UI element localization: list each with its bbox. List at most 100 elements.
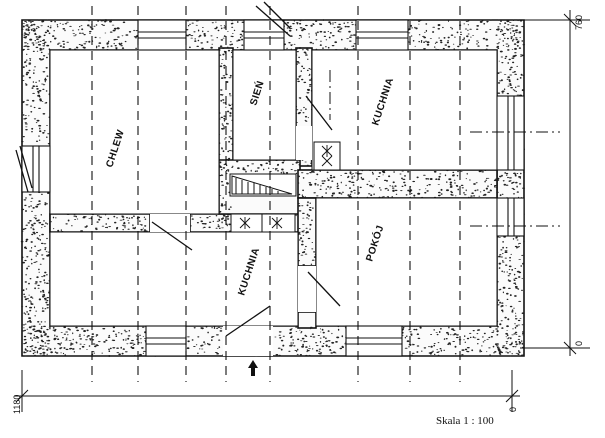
stipple-dot: [462, 39, 465, 41]
stipple-dot: [509, 351, 511, 353]
stipple-dot: [332, 23, 334, 25]
stipple-dot: [496, 330, 499, 333]
stipple-dot: [26, 26, 29, 27]
stipple-dot: [88, 218, 90, 219]
stipple-dot: [505, 247, 508, 249]
stipple-dot: [73, 35, 76, 37]
stipple-dot: [314, 182, 317, 185]
stipple-dot: [509, 74, 513, 76]
stipple-dot: [501, 304, 504, 307]
stipple-dot: [112, 326, 116, 329]
stipple-dot: [299, 237, 303, 240]
stipple-dot: [457, 170, 459, 173]
stipple-dot: [329, 186, 332, 188]
stipple-dot: [222, 37, 225, 39]
stipple-dot: [521, 254, 524, 256]
stipple-dot: [37, 90, 40, 93]
stipple-dot: [298, 37, 301, 39]
stipple-dot: [488, 347, 491, 349]
stipple-dot: [32, 50, 35, 53]
stipple-dot: [432, 26, 436, 28]
stipple-dot: [300, 340, 303, 342]
stipple-dot: [510, 37, 513, 40]
stipple-dot: [288, 350, 291, 352]
stipple-dot: [512, 19, 515, 22]
stipple-dot: [497, 177, 500, 180]
stipple-dot: [296, 78, 300, 80]
stipple-dot: [72, 338, 74, 341]
stipple-dot: [312, 348, 314, 350]
stipple-dot: [25, 126, 28, 128]
stipple-dot: [41, 254, 43, 256]
stipple-dot: [280, 348, 283, 351]
stipple-dot: [43, 331, 46, 334]
stipple-dot: [124, 351, 128, 353]
stipple-dot: [414, 26, 416, 29]
stipple-dot: [508, 80, 511, 83]
stipple-dot: [42, 71, 46, 73]
stipple-dot: [33, 23, 36, 26]
stipple-dot: [433, 344, 436, 347]
stipple-dot: [471, 192, 474, 194]
stipple-dot: [335, 341, 338, 343]
stipple-dot: [98, 215, 100, 217]
stipple-dot: [482, 37, 486, 40]
stipple-dot: [338, 31, 342, 33]
stipple-dot: [228, 136, 231, 138]
stipple-dot: [230, 51, 233, 54]
stipple-dot: [290, 335, 293, 337]
stipple-dot: [407, 171, 410, 173]
stipple-dot: [228, 223, 232, 226]
stipple-dot: [54, 21, 56, 23]
stipple-dot: [493, 352, 495, 354]
stipple-dot: [508, 265, 512, 268]
stipple-dot: [298, 163, 300, 166]
stipple-dot: [425, 178, 429, 180]
stipple-dot: [223, 27, 226, 29]
stipple-dot: [489, 19, 492, 21]
stipple-dot: [231, 33, 234, 34]
stipple-dot: [506, 92, 510, 95]
stipple-dot: [401, 177, 403, 180]
stipple-dot: [33, 69, 35, 71]
stipple-dot: [24, 21, 27, 22]
stipple-dot: [460, 184, 464, 186]
stipple-dot: [503, 183, 507, 186]
stipple-dot: [216, 327, 219, 329]
stipple-dot: [108, 226, 112, 228]
stipple-dot: [222, 214, 226, 217]
stipple-dot: [382, 174, 384, 176]
stipple-dot: [301, 251, 305, 254]
stipple-dot: [308, 75, 311, 76]
stipple-dot: [278, 334, 281, 336]
stipple-dot: [437, 184, 440, 185]
stipple-dot: [303, 229, 305, 231]
stipple-dot: [40, 334, 42, 336]
stipple-dot: [309, 209, 312, 212]
stipple-dot: [26, 48, 30, 50]
stipple-dot: [485, 38, 489, 41]
stipple-dot: [142, 350, 146, 352]
stipple-dot: [411, 352, 415, 354]
sien-room: [232, 49, 297, 161]
stipple-dot: [197, 352, 199, 355]
stipple-dot: [340, 175, 342, 176]
stipple-dot: [515, 286, 518, 288]
stipple-dot: [222, 75, 226, 77]
kuchnia-top-room: [311, 49, 498, 171]
stipple-dot: [112, 29, 116, 32]
stipple-dot: [477, 329, 481, 331]
stipple-dot: [35, 140, 39, 142]
stipple-dot: [39, 353, 42, 355]
stipple-dot: [315, 345, 319, 347]
stipple-dot: [464, 335, 466, 337]
stipple-dot: [35, 85, 39, 88]
stipple-dot: [521, 340, 523, 342]
stipple-dot: [30, 337, 32, 339]
stipple-dot: [54, 334, 56, 337]
stipple-dot: [55, 217, 57, 219]
stipple-dot: [513, 172, 516, 174]
stipple-dot: [75, 341, 78, 344]
stipple-dot: [515, 90, 517, 93]
stipple-dot: [387, 196, 390, 198]
